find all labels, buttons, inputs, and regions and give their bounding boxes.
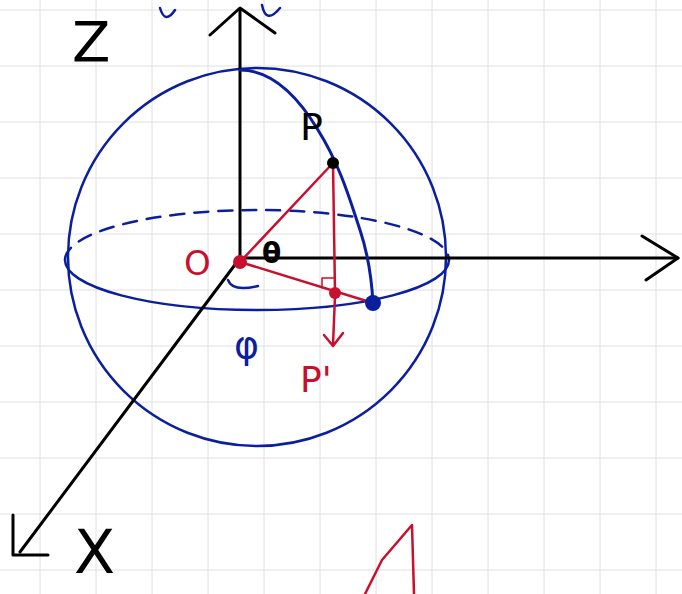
grid-line xyxy=(0,122,682,123)
grid-line xyxy=(0,10,682,11)
grid-line xyxy=(488,0,489,594)
grid-line xyxy=(208,0,209,594)
op-prime-line xyxy=(240,262,373,303)
origin-label: O xyxy=(184,246,211,280)
x-axis xyxy=(20,258,240,552)
angle-label: θ xyxy=(262,240,281,268)
point-label: P' xyxy=(300,362,332,398)
x-arrowhead xyxy=(13,515,48,555)
grid-line xyxy=(0,514,682,515)
equator-point xyxy=(365,295,381,311)
grid-line xyxy=(320,0,321,594)
grid-line xyxy=(264,0,265,594)
z-axis xyxy=(239,10,242,258)
phi-arc xyxy=(228,280,258,288)
grid-line xyxy=(600,0,601,594)
angle-label: φ xyxy=(234,326,259,364)
point-p xyxy=(327,157,339,169)
y-arrowhead xyxy=(642,236,678,280)
grid-line xyxy=(0,402,682,403)
equator-front xyxy=(65,260,449,310)
cut-scribble xyxy=(365,525,414,594)
origin-point xyxy=(233,255,247,269)
grid-line xyxy=(40,0,41,594)
grid-line xyxy=(152,0,153,594)
axis-label: X xyxy=(74,522,115,582)
grid-line xyxy=(432,0,433,594)
grid-line xyxy=(0,234,682,235)
right-angle-mark xyxy=(322,278,334,288)
equator-back xyxy=(65,210,449,260)
meridian-arc xyxy=(240,70,373,303)
y-axis xyxy=(240,257,678,260)
grid-line xyxy=(0,458,682,459)
grid-line xyxy=(96,0,97,594)
axis-label: Z xyxy=(72,14,110,70)
cut-scribble xyxy=(160,5,280,17)
projection-line xyxy=(333,163,335,292)
leader-arrow xyxy=(324,296,343,346)
point-p-prime xyxy=(329,287,341,299)
grid-line xyxy=(544,0,545,594)
grid-line xyxy=(0,346,682,347)
point-label: P xyxy=(300,108,323,146)
grid-line xyxy=(656,0,657,594)
op-line xyxy=(240,163,333,262)
